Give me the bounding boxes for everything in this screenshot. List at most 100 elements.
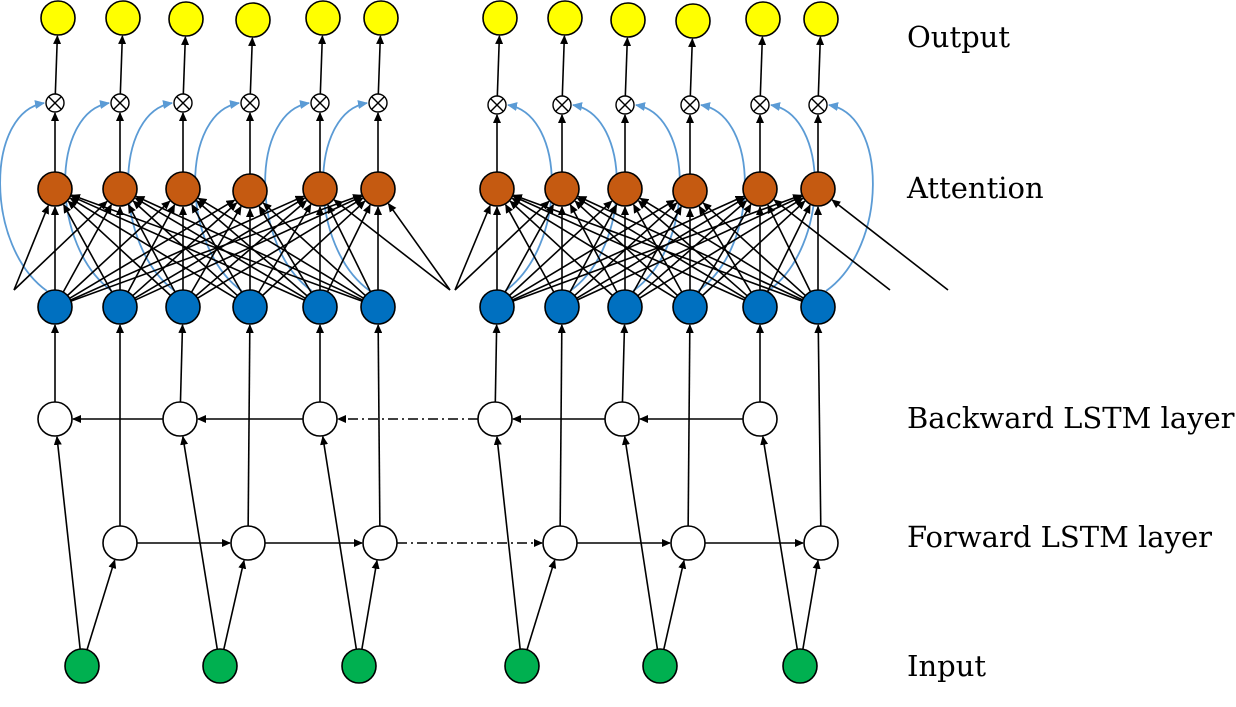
multiply-to-output-edge	[623, 36, 632, 97]
circled-times-icon	[240, 93, 260, 113]
label-input: Input	[907, 649, 987, 683]
backward-to-hidden-edge	[178, 323, 187, 403]
hidden-node	[800, 289, 836, 325]
input-to-backward-edge	[320, 435, 358, 650]
attention-edge-stub	[454, 204, 491, 291]
input-node	[341, 648, 377, 684]
output-node	[803, 1, 839, 37]
attention-edge-stub	[831, 199, 949, 291]
hidden-node	[544, 289, 580, 325]
multiply-to-output-edge	[376, 34, 385, 95]
hidden-node	[165, 289, 201, 325]
input-to-forward-edge	[361, 559, 380, 650]
backward-lstm-cell	[302, 401, 338, 437]
hidden-node	[37, 289, 73, 325]
attention-edge	[766, 204, 811, 293]
attention-node	[544, 171, 580, 207]
input-to-backward-edge	[493, 435, 521, 650]
attention-edge	[576, 197, 746, 299]
multiply-to-output-edge	[53, 34, 62, 95]
attention-edge-stub	[13, 200, 108, 291]
attention-edge	[261, 200, 366, 297]
attention-edge	[66, 200, 171, 297]
forward-to-hidden-edge	[814, 323, 823, 527]
feedback-arrow	[825, 102, 874, 292]
attention-edge-stub	[333, 199, 451, 291]
circled-times-icon	[173, 93, 193, 113]
output-node	[168, 1, 204, 37]
multiply-to-output-edge	[816, 35, 825, 97]
input-node	[202, 648, 238, 684]
input-node	[642, 648, 678, 684]
circled-times-icon	[310, 93, 330, 113]
attention-edge-stub	[387, 202, 451, 291]
attention-edge	[62, 203, 113, 293]
attention-edge	[504, 203, 555, 293]
input-node	[64, 648, 100, 684]
input-to-backward-edge	[180, 435, 219, 650]
attention-edge	[69, 199, 236, 299]
attention-edge	[195, 200, 308, 297]
backward-lstm-cell	[742, 401, 778, 437]
circled-times-icon	[110, 93, 130, 113]
attention-edge	[134, 197, 306, 300]
output-node	[547, 0, 583, 36]
label-forward-lstm: Forward LSTM layer	[907, 520, 1212, 554]
hidden-node	[742, 289, 778, 325]
attention-edge	[258, 205, 312, 293]
hidden-node	[232, 289, 268, 325]
attention-edge	[135, 195, 363, 301]
multiply-to-output-edge	[118, 34, 127, 95]
attention-edge-stub	[454, 200, 550, 291]
backward-lstm-cell	[604, 401, 640, 437]
input-node	[504, 648, 540, 684]
circled-times-icon	[45, 93, 65, 113]
output-node	[745, 1, 781, 37]
attention-node	[165, 171, 201, 207]
input-to-backward-edge	[760, 435, 799, 650]
nodes	[37, 0, 839, 684]
multiply-to-output-edge	[495, 34, 504, 97]
forward-to-hidden-edge	[685, 323, 694, 527]
attention-edge	[697, 203, 752, 293]
hidden-node	[672, 289, 708, 325]
attention-edge	[70, 195, 305, 301]
input-to-backward-edge	[621, 435, 659, 650]
attention-edge	[702, 202, 806, 297]
circled-times-icon	[552, 95, 572, 115]
multiply-to-output-edge	[318, 34, 327, 95]
input-to-forward-edge	[662, 559, 687, 650]
attention-edge-stub	[13, 204, 49, 291]
label-backward-lstm: Backward LSTM layer	[907, 401, 1235, 435]
attention-edge	[512, 195, 745, 301]
forward-to-hidden-edge	[374, 323, 383, 527]
attention-node	[800, 171, 836, 207]
output-node	[235, 2, 271, 38]
attention-edge	[512, 194, 803, 302]
attention-node	[232, 173, 268, 209]
circled-times-icon	[680, 95, 700, 115]
input-to-backward-edge	[53, 435, 81, 650]
input-to-forward-edge	[802, 559, 821, 650]
forward-lstm-cell	[362, 525, 398, 561]
hidden-node	[102, 289, 138, 325]
hidden-node	[302, 289, 338, 325]
multiply-to-output-edge	[758, 35, 767, 97]
forward-lstm-cell	[102, 525, 138, 561]
attention-node	[479, 171, 515, 207]
attention-edge	[577, 195, 803, 301]
backward-to-hidden-edge	[620, 323, 629, 403]
input-node	[782, 648, 818, 684]
circled-times-icon	[368, 93, 388, 113]
input-to-forward-edge	[86, 559, 117, 650]
multiply-to-output-edge	[181, 35, 190, 95]
output-node	[675, 3, 711, 39]
attention-node	[672, 173, 708, 209]
attention-node	[742, 171, 778, 207]
attention-edge-stub	[773, 199, 891, 291]
backward-lstm-cell	[37, 401, 73, 437]
output-node	[305, 0, 341, 36]
feedback-arrow	[0, 100, 48, 292]
forward-lstm-cell	[803, 525, 839, 561]
